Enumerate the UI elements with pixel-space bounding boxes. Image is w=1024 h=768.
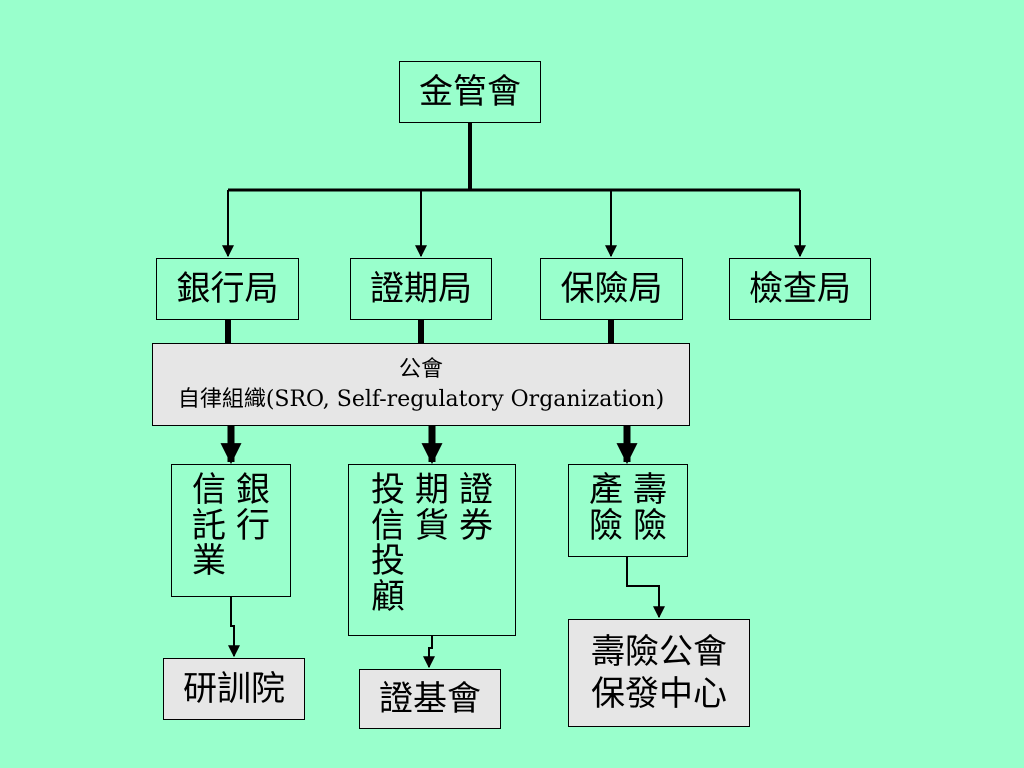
investment-trust-column: 投信投顧: [371, 470, 405, 618]
column-glyph: 託: [192, 505, 226, 546]
column-glyph: 券: [459, 505, 493, 546]
inspection-bureau-box: 檢查局: [729, 258, 871, 320]
column-glyph: 險: [589, 505, 623, 546]
insurance-bureau-label: 保險局: [560, 269, 663, 309]
securities-bureau-box: 證期局: [350, 258, 492, 320]
banking-bureau-box: 銀行局: [156, 258, 299, 320]
securities-bureau-label: 證期局: [370, 269, 472, 309]
arrow-to-training-institute: [228, 597, 240, 658]
development-center-label: 保發中心: [591, 674, 727, 714]
foundation-box: 證基會: [359, 669, 501, 729]
inspection-bureau-label: 檢查局: [749, 269, 851, 309]
banking-industry-box: 銀行 信託業: [171, 464, 291, 597]
sro-title: 公會: [398, 356, 443, 382]
fsc-root-label: 金管會: [419, 72, 521, 112]
column-glyph: 壽: [633, 470, 667, 510]
foundation-label: 證基會: [379, 679, 481, 719]
column-glyph: 產: [589, 470, 623, 510]
column-glyph: 期: [415, 470, 449, 510]
column-glyph: 行: [236, 505, 270, 546]
property-insurance-column: 產險: [589, 470, 623, 546]
sro-subtitle: 自律組織(SRO, Self-regulatory Organization): [177, 386, 665, 412]
column-glyph: 顧: [371, 577, 405, 618]
arrow-to-foundation: [423, 636, 435, 669]
arrow-to-life-association: [626, 557, 665, 619]
life-insurance-column: 壽險: [633, 470, 667, 546]
column-glyph: 投: [371, 541, 405, 582]
life-association-box: 壽險公會 保發中心: [568, 619, 750, 727]
trust-column: 信託業: [192, 470, 226, 582]
column-glyph: 貨: [415, 505, 449, 546]
column-glyph: 業: [192, 541, 226, 582]
training-institute-label: 研訓院: [183, 669, 285, 709]
insurance-industry-box: 壽險 產險: [568, 464, 688, 557]
column-glyph: 信: [192, 470, 226, 510]
fsc-root-box: 金管會: [399, 61, 541, 123]
column-glyph: 信: [371, 505, 405, 546]
life-association-label: 壽險公會: [591, 631, 727, 672]
insurance-bureau-box: 保險局: [540, 258, 683, 320]
column-glyph: 投: [371, 470, 405, 510]
securities-column: 證券: [459, 470, 493, 546]
training-institute-box: 研訓院: [163, 658, 305, 720]
banking-bureau-label: 銀行局: [176, 269, 279, 309]
sro-box: 公會 自律組織(SRO, Self-regulatory Organizatio…: [152, 343, 690, 426]
column-glyph: 銀: [236, 470, 270, 510]
column-glyph: 證: [459, 470, 493, 510]
banking-column: 銀行: [236, 470, 270, 546]
futures-column: 期貨: [415, 470, 449, 546]
securities-industry-box: 證券 期貨 投信投顧: [348, 464, 516, 636]
column-glyph: 險: [633, 505, 667, 546]
